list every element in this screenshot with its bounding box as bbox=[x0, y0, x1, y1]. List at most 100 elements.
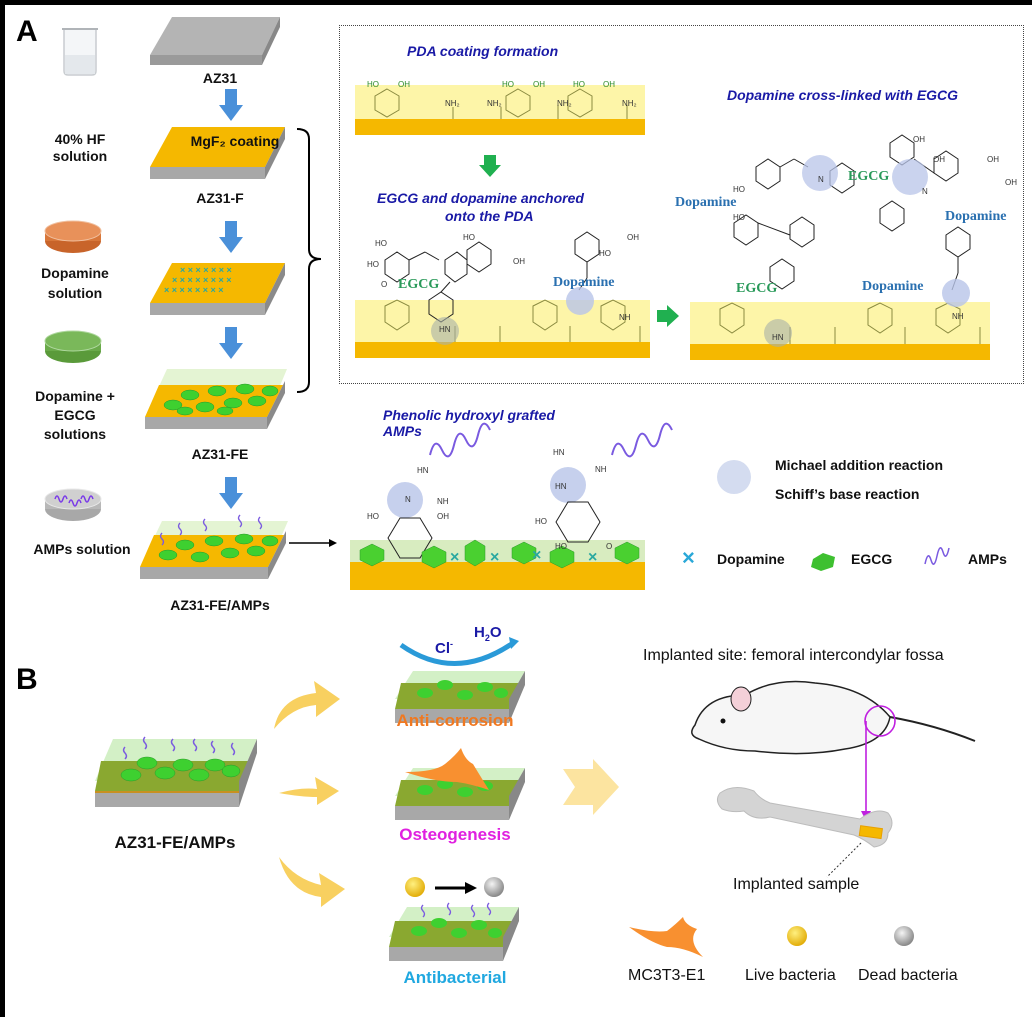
anch-ho-1: HO bbox=[375, 239, 387, 248]
crosslinked-egcg-label-2: EGCG bbox=[736, 281, 778, 296]
gr-nh-2: NH bbox=[595, 465, 607, 474]
anchored-title-line2: onto the PDA bbox=[445, 208, 534, 224]
osteogenesis-label: Osteogenesis bbox=[399, 825, 511, 844]
anchored-title-line1: EGCG and dopamine anchored bbox=[377, 190, 584, 206]
dead-bacteria-legend-icon bbox=[894, 926, 914, 946]
mouse-illustration bbox=[691, 680, 976, 755]
dopamine-dish-icon bbox=[44, 220, 102, 253]
water-molecule: H2O bbox=[474, 624, 502, 643]
gr-ho-3: HO bbox=[555, 542, 567, 551]
pda-layer bbox=[355, 85, 645, 135]
legend-egcg: EGCG bbox=[851, 551, 893, 567]
cl-nh-1: N bbox=[922, 187, 928, 196]
pda-ho-3: HO bbox=[573, 80, 585, 89]
anch-nh-1: NH bbox=[619, 313, 631, 322]
grafted-title-line1: Phenolic hydroxyl grafted bbox=[383, 407, 555, 423]
step-arrow-4 bbox=[219, 477, 243, 509]
h2o-o: O bbox=[489, 624, 502, 641]
pda-nh2-3: NH₂ bbox=[557, 99, 572, 108]
cl-oh-1: OH bbox=[913, 135, 925, 144]
anchored-structure bbox=[355, 231, 650, 358]
gr-n-1: N bbox=[405, 495, 411, 504]
dopamine-legend-icon: × bbox=[682, 545, 695, 570]
antibacterial-plate bbox=[389, 902, 519, 961]
crosslinked-title: Dopamine cross-linked with EGCG bbox=[727, 87, 959, 103]
dopamine-label-line2: solution bbox=[47, 285, 103, 301]
svg-text:×: × bbox=[490, 549, 499, 566]
reaction-highlight-icon bbox=[717, 460, 751, 494]
az31-fe-amps-plate bbox=[140, 514, 288, 579]
antibacterial-label: Antibacterial bbox=[403, 968, 507, 987]
pda-ho-1: HO bbox=[367, 80, 379, 89]
gr-ho-2: HO bbox=[535, 517, 547, 526]
anch-o-1: O bbox=[381, 280, 388, 289]
mgf2-coating-label: MgF₂ coating bbox=[190, 133, 280, 149]
cl-oh-2: OH bbox=[933, 155, 945, 164]
cl-charge: - bbox=[450, 639, 453, 649]
legend-dead-bacteria: Dead bacteria bbox=[858, 967, 958, 984]
crosslinked-structure bbox=[690, 134, 990, 360]
anticorrosion-label: Anti-corrosion bbox=[396, 711, 514, 730]
gr-hn-1: HN bbox=[417, 466, 429, 475]
kill-arrow bbox=[435, 882, 477, 894]
dope-egcg-label-line1: Dopamine + bbox=[35, 388, 115, 404]
svg-text:× × × × × × × ×: × × × × × × × × bbox=[172, 275, 232, 285]
big-yellow-arrow bbox=[563, 759, 619, 815]
anch-ho-3: HO bbox=[463, 233, 475, 242]
bracket bbox=[296, 128, 322, 393]
b-sample-plate bbox=[95, 736, 257, 807]
h2o-sub: 2 bbox=[484, 633, 490, 643]
green-arrow-right bbox=[657, 305, 679, 327]
implant-site-label: Implanted site: femoral intercondylar fo… bbox=[643, 647, 944, 664]
svg-text:× × × × × × ×: × × × × × × × bbox=[180, 265, 232, 275]
legend-live-bacteria: Live bacteria bbox=[745, 967, 836, 984]
az31-f-label: AZ31-F bbox=[196, 190, 244, 206]
pda-oh-1: OH bbox=[398, 80, 410, 89]
pda-nh2-2: NH₂ bbox=[487, 99, 502, 108]
svg-text:× × × × × × × ×: × × × × × × × × bbox=[164, 285, 224, 295]
grafted-title-line2: AMPs bbox=[383, 423, 422, 439]
panel-b-letter: B bbox=[16, 663, 38, 696]
cl-text: Cl bbox=[435, 640, 450, 657]
cl-oh-3: OH bbox=[987, 155, 999, 164]
live-bacteria-icon bbox=[405, 877, 425, 897]
pda-oh-3: OH bbox=[603, 80, 615, 89]
crosslinked-dopamine-label-3: Dopamine bbox=[862, 279, 924, 294]
pda-ho-2: HO bbox=[502, 80, 514, 89]
cl-hn-1: HN bbox=[772, 333, 784, 342]
anch-oh-2: OH bbox=[627, 233, 639, 242]
az31-fe-amps-label: AZ31-FE/AMPs bbox=[170, 597, 270, 613]
amps-solution-label: AMPs solution bbox=[33, 541, 131, 557]
svg-text:×: × bbox=[532, 547, 541, 564]
gr-ho-1: HO bbox=[367, 512, 379, 521]
dope-egcg-label-line2: EGCG bbox=[54, 407, 96, 423]
hf-label-line1: 40% HF bbox=[54, 131, 106, 147]
legend-michael: Michael addition reaction bbox=[775, 457, 944, 473]
svg-text:×: × bbox=[450, 549, 459, 566]
cl-nh-2: NH bbox=[952, 312, 964, 321]
step-arrow-2 bbox=[219, 221, 243, 253]
mechanism-box bbox=[339, 25, 1024, 384]
crosslinked-dopamine-label-1: Dopamine bbox=[675, 195, 737, 210]
h2o-h: H bbox=[474, 624, 485, 641]
anch-ho-2: HO bbox=[367, 260, 379, 269]
az31-f-plate bbox=[150, 127, 285, 179]
amps-dish-icon bbox=[44, 488, 102, 521]
crosslinked-egcg-label-1: EGCG bbox=[848, 169, 890, 184]
svg-text:×: × bbox=[588, 549, 597, 566]
implant-sample-label: Implanted sample bbox=[733, 876, 860, 893]
figure-canvas: A 40% HF solution Dopamine solution Dopa… bbox=[5, 5, 1032, 1017]
pda-nh2-1: NH₂ bbox=[445, 99, 460, 108]
grafted-arrow bbox=[289, 539, 337, 547]
implant-sample-pointer bbox=[826, 842, 862, 878]
live-bacteria-legend-icon bbox=[787, 926, 807, 946]
pda-title: PDA coating formation bbox=[407, 43, 559, 59]
legend-schiff: Schiff’s base reaction bbox=[775, 486, 920, 502]
hf-label-line2: solution bbox=[52, 148, 108, 164]
az31-fe-label: AZ31-FE bbox=[191, 446, 249, 462]
anchored-dopamine-label: Dopamine bbox=[553, 275, 615, 290]
anch-oh-1: OH bbox=[513, 257, 525, 266]
dead-bacteria-icon bbox=[484, 877, 504, 897]
dopamine-egcg-dish-icon bbox=[44, 330, 102, 363]
b-sample-label: AZ31-FE/AMPs bbox=[114, 833, 236, 852]
